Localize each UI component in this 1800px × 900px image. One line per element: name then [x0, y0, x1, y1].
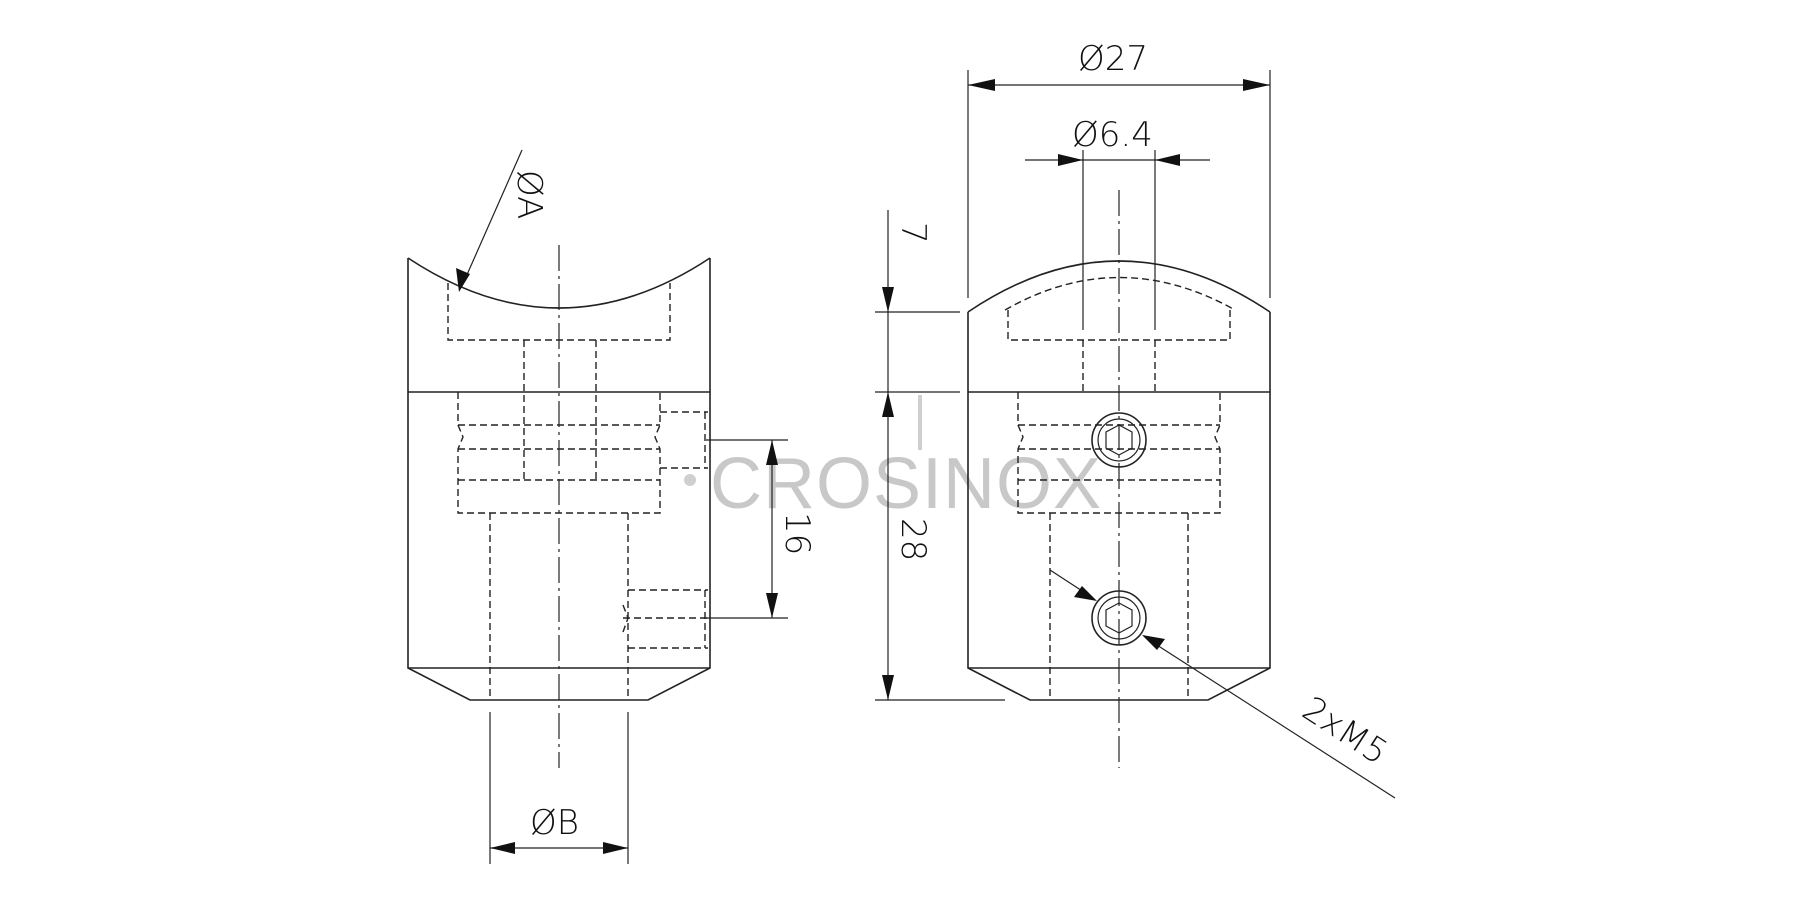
- screw-lower: [1091, 590, 1147, 646]
- dim-28: 28: [893, 518, 933, 561]
- dim-thread-2xm5: 2xM5: [1295, 689, 1395, 773]
- left-view: ØA 16 ØB: [407, 149, 817, 864]
- dim-dia-a: ØA: [509, 170, 549, 219]
- dim-dia-6-4: Ø6.4: [1072, 115, 1153, 155]
- dim-dia-27: Ø27: [1078, 39, 1148, 79]
- dim-16: 16: [777, 512, 817, 555]
- dim-7: 7: [893, 222, 933, 244]
- dim-dia-b: ØB: [530, 803, 579, 843]
- screw-upper: [1091, 412, 1147, 468]
- right-view: Ø27 Ø6.4 7 28 2xM5: [875, 39, 1396, 799]
